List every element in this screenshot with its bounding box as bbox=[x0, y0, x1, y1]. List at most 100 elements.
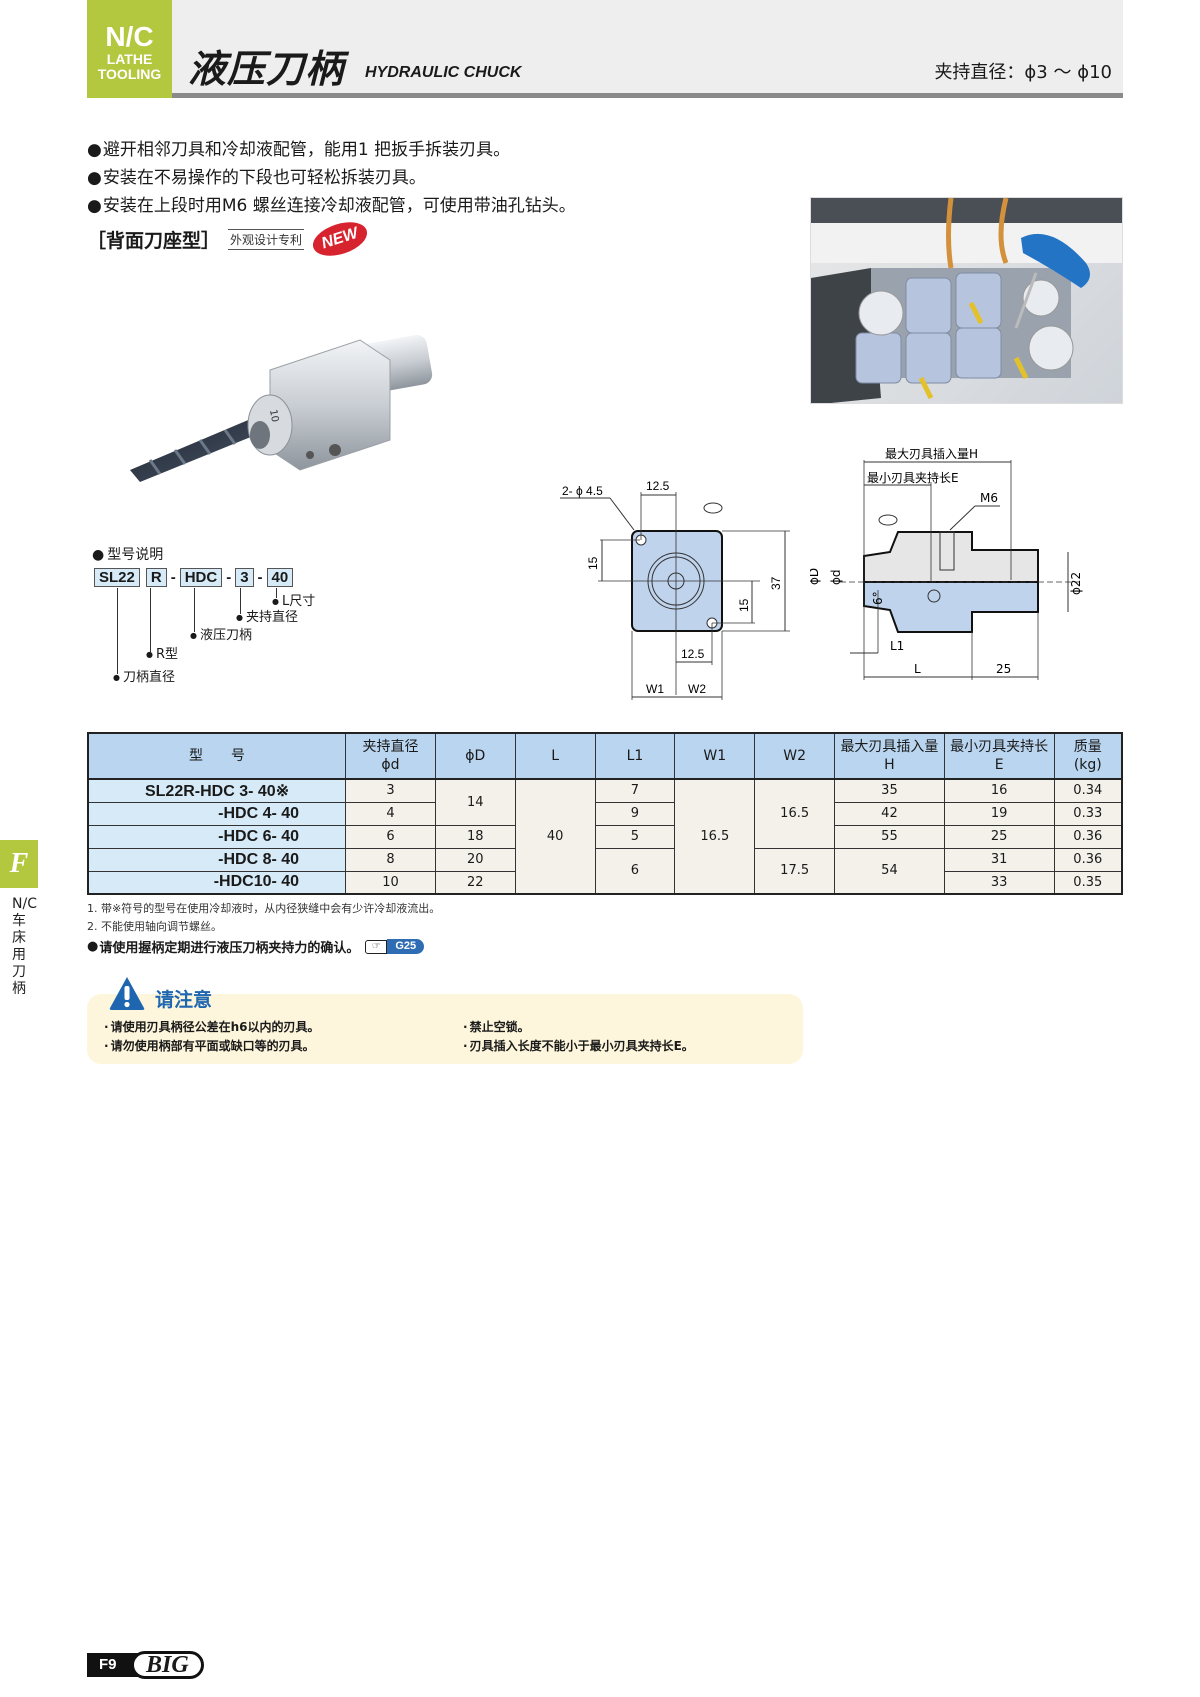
svg-text:ϕD: ϕD bbox=[810, 568, 821, 585]
code-type: R bbox=[145, 568, 167, 587]
page-title: 液压刀柄 bbox=[188, 47, 345, 91]
col-L1: L1 bbox=[594, 732, 676, 780]
clamp-range: 夹持直径：ϕ3 ～ ϕ10 bbox=[934, 62, 1112, 83]
svg-text:15: 15 bbox=[586, 556, 600, 570]
cell-model: -HDC10- 40 bbox=[87, 870, 347, 895]
product-image: 10 bbox=[130, 335, 433, 482]
svg-text:10: 10 bbox=[267, 409, 280, 423]
page-reference[interactable]: ☞ G25 bbox=[365, 939, 425, 954]
cell-d: 4 bbox=[345, 801, 436, 826]
caution-item: 请使用刃具柄径公差在h6以内的刃具。 bbox=[104, 1018, 320, 1035]
category-tab: N/C LATHE TOOLING bbox=[87, 0, 172, 98]
header-divider bbox=[87, 93, 1123, 98]
brand-logo: BIG bbox=[131, 1651, 204, 1679]
page-footer: F9 BIG bbox=[87, 1651, 204, 1679]
leader-line bbox=[240, 588, 241, 614]
feature-item: 避开相邻刀具和冷却液配管，能用1 把扳手拆装刃具。 bbox=[87, 136, 576, 164]
legend-shank: 刀柄直径 bbox=[113, 666, 175, 685]
svg-text:W2: W2 bbox=[688, 682, 706, 696]
col-W1: W1 bbox=[674, 732, 756, 780]
model-explanation-title: 型号说明 bbox=[92, 544, 163, 564]
table-row: -HDC 6- 40 6 18 5 55 25 0.36 bbox=[87, 824, 1123, 849]
caution-title: 请注意 bbox=[155, 989, 213, 1011]
cell-model: -HDC 6- 40 bbox=[87, 824, 347, 849]
check-note: 请使用握柄定期进行液压刀柄夹持力的确认。 ☞ G25 bbox=[87, 937, 425, 956]
series-type: ［背面刀座型］ bbox=[87, 229, 221, 252]
cell-L1: 5 bbox=[594, 824, 676, 849]
patent-label: 外观设计专利 bbox=[228, 228, 305, 250]
cell-model: SL22R-HDC 3- 40※ bbox=[87, 778, 347, 803]
page-reference-label[interactable]: G25 bbox=[387, 939, 425, 954]
svg-text:ϕ22: ϕ22 bbox=[1069, 572, 1083, 595]
cell-W2: 16.5 bbox=[754, 778, 836, 849]
note-item: 1. 带※符号的型号在使用冷却液时，从内径狭缝中会有少许冷却液流出。 bbox=[87, 902, 441, 915]
col-W2: W2 bbox=[754, 732, 836, 780]
cell-W2: 17.5 bbox=[754, 847, 836, 895]
svg-text:15: 15 bbox=[737, 598, 751, 612]
cell-H: 55 bbox=[834, 824, 945, 849]
category-tab-line2: TOOLING bbox=[97, 66, 162, 82]
caution-item: 禁止空锁。 bbox=[463, 1018, 530, 1035]
cell-E: 16 bbox=[943, 778, 1055, 803]
cell-H: 42 bbox=[834, 801, 945, 826]
holes-label: 2- ϕ 4.5 bbox=[562, 484, 603, 498]
code-separator: - bbox=[226, 569, 232, 586]
table-row: -HDC10- 40 10 22 33 0.35 bbox=[87, 870, 1123, 895]
feature-item: 安装在不易操作的下段也可轻松拆装刃具。 bbox=[87, 164, 576, 192]
cell-D: 18 bbox=[434, 824, 516, 849]
cell-W1: 16.5 bbox=[674, 778, 756, 895]
cell-mass: 0.36 bbox=[1053, 847, 1123, 872]
col-mass: 质量(kg) bbox=[1053, 732, 1123, 780]
category-tab-main: N/C bbox=[105, 21, 154, 52]
cell-L1: 9 bbox=[594, 801, 676, 826]
m6-label: M6 bbox=[980, 491, 998, 505]
page-subtitle: HYDRAULIC CHUCK bbox=[365, 64, 522, 81]
cell-d: 8 bbox=[345, 847, 436, 872]
col-phi-D: ϕD bbox=[434, 732, 516, 780]
svg-text:37: 37 bbox=[769, 576, 783, 590]
table-notes: 1. 带※符号的型号在使用冷却液时，从内径狭缝中会有少许冷却液流出。 2. 不能… bbox=[87, 900, 440, 936]
code-separator: - bbox=[170, 569, 176, 586]
cell-mass: 0.35 bbox=[1053, 870, 1123, 895]
cell-L1: 7 bbox=[594, 778, 676, 803]
cell-mass: 0.36 bbox=[1053, 824, 1123, 849]
feature-item: 安装在上段时用M6 螺丝连接冷却液配管，可使用带油孔钻头。 bbox=[87, 192, 576, 220]
caution-item: 刃具插入长度不能小于最小刃具夹持长E。 bbox=[463, 1037, 694, 1054]
leader-line bbox=[117, 588, 118, 674]
code-chuck: HDC bbox=[179, 568, 223, 587]
leader-line bbox=[150, 588, 151, 652]
warning-icon bbox=[109, 977, 145, 1010]
cell-D: 22 bbox=[434, 870, 516, 895]
section-tab-label: N/C车床用刀柄 bbox=[12, 896, 37, 997]
new-badge: NEW bbox=[308, 216, 372, 262]
legend-clamp-dia: 夹持直径 bbox=[236, 606, 298, 625]
cell-d: 3 bbox=[345, 778, 436, 803]
cell-E: 33 bbox=[943, 870, 1055, 895]
cell-model: -HDC 4- 40 bbox=[87, 801, 347, 826]
note-item: 2. 不能使用轴向调节螺丝。 bbox=[87, 920, 222, 933]
series-line: ［背面刀座型］ 外观设计专利 NEW bbox=[87, 216, 372, 262]
page-header bbox=[87, 0, 1123, 98]
section-tab[interactable]: F bbox=[0, 840, 38, 888]
legend-l-size: L尺寸 bbox=[272, 590, 315, 609]
table-row: -HDC 8- 40 8 20 6 17.5 54 31 0.36 bbox=[87, 847, 1123, 895]
code-diameter: 3 bbox=[235, 568, 254, 587]
cell-d: 10 bbox=[345, 870, 436, 895]
cell-mass: 0.34 bbox=[1053, 778, 1123, 803]
cell-D: 20 bbox=[434, 847, 516, 872]
code-length: 40 bbox=[266, 568, 294, 587]
cell-H: 54 bbox=[834, 847, 945, 895]
feature-list: 避开相邻刀具和冷却液配管，能用1 把扳手拆装刃具。 安装在不易操作的下段也可轻松… bbox=[87, 136, 576, 220]
cell-L: 40 bbox=[514, 778, 596, 895]
leader-line bbox=[194, 588, 195, 632]
min-clamp-label: 最小刃具夹持长E bbox=[867, 470, 959, 485]
code-shank: SL22 bbox=[94, 568, 140, 587]
cell-mass: 0.33 bbox=[1053, 801, 1123, 826]
table-row: -HDC 4- 40 4 9 42 19 0.33 bbox=[87, 801, 1123, 826]
model-code: SL22 R - HDC - 3 - 40 bbox=[94, 568, 294, 587]
code-separator: - bbox=[257, 569, 263, 586]
